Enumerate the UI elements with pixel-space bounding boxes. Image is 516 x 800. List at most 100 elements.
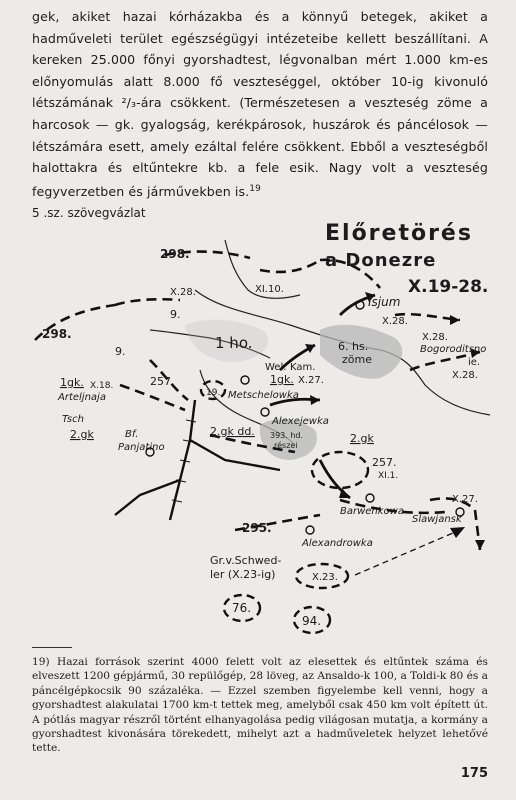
towns	[145, 300, 465, 535]
label-x28-nw: X.28.	[170, 287, 196, 298]
label-1gk-west: 1gk.	[60, 376, 84, 389]
town-alexejewka	[260, 407, 270, 417]
label-arteljnaja: Arteljnaja	[57, 392, 106, 403]
enemy-zones	[185, 319, 403, 460]
town-panjatino	[145, 447, 155, 457]
label-298-north: 298.	[160, 247, 190, 261]
label-2gk-west: 2.gk	[70, 428, 94, 441]
label-x27-kam: X.27.	[298, 375, 324, 386]
footnote-separator	[32, 647, 72, 648]
label-slawjansk: Slawjansk	[412, 514, 463, 525]
front-barwenkowa	[339, 498, 446, 515]
map-date-range: X.19-28.	[408, 277, 488, 297]
railway-branch	[189, 438, 281, 472]
town-alexandrowka	[305, 525, 315, 535]
label-alexejewka: Alexejewka	[271, 416, 329, 427]
label-x28-east: X.28.	[422, 332, 448, 343]
label-x28-isjum: X.28.	[382, 316, 408, 327]
label-wel: Wel.	[265, 362, 286, 373]
railways	[114, 399, 281, 521]
unit-ellipses	[199, 379, 370, 635]
label-bf: Bf.	[125, 429, 138, 440]
label-kam: Kam.	[290, 362, 315, 373]
front-lines	[34, 250, 482, 551]
railway-main	[168, 399, 197, 521]
label-ie: ie.	[468, 357, 480, 368]
arrow-schwedler-head	[450, 527, 465, 538]
front-middle	[119, 383, 186, 412]
front-298-west	[34, 303, 116, 341]
zone-6hs	[320, 324, 403, 379]
zone-1ho	[185, 319, 269, 362]
label-gr-v-schwedler: Gr.v.Schwed-	[210, 554, 281, 567]
label-298-west: 298.	[42, 327, 72, 341]
front-2gk	[209, 433, 296, 454]
label-reszei: részei	[274, 440, 298, 450]
sketch-map: Előretörés a Donezre X.19-28. 298. 298. …	[34, 221, 491, 635]
unit-ellipse-94	[292, 605, 332, 635]
label-94: 94.	[302, 614, 321, 628]
label-xi10: XI.10.	[255, 284, 284, 295]
railway-ticks	[171, 419, 197, 503]
unit-ellipse-257	[310, 450, 370, 490]
label-barwenkowa: Barwenkowa	[340, 506, 404, 517]
front-298	[164, 250, 251, 260]
label-257-west: 257.	[150, 375, 175, 388]
town-isjum	[355, 300, 365, 310]
map-subtitle: a Donezre	[325, 250, 436, 271]
page-number: 175	[460, 766, 488, 781]
label-9-north: 9.	[170, 308, 181, 321]
town-slawjansk	[455, 507, 465, 517]
label-19: 19.	[206, 388, 220, 398]
label-zome: zöme	[342, 353, 372, 366]
label-x23: X.23.	[312, 572, 338, 583]
front-north	[114, 297, 181, 307]
label-alexandrowka: Alexandrowka	[301, 538, 373, 549]
footnote-reference[interactable]: 19	[249, 183, 261, 194]
front-257	[149, 359, 189, 402]
town-barwenkowa	[365, 493, 375, 503]
label-6hs: 6. hs.	[338, 340, 368, 353]
label-ler: ler (X.23-ig)	[210, 568, 275, 581]
label-panjatino: Panjatino	[118, 442, 165, 453]
zone-393hd	[259, 418, 318, 460]
front-slawjansk	[429, 497, 476, 511]
arrow-schwedler	[354, 529, 461, 576]
label-x27-slawjansk: X.27.	[452, 494, 478, 505]
railway-spur	[114, 478, 181, 516]
unit-ellipse-76	[222, 593, 262, 623]
arrow-heads	[305, 292, 485, 550]
front-295	[234, 513, 321, 532]
unit-ellipse-x23	[294, 562, 350, 590]
front-xi10	[259, 258, 321, 274]
label-tsch: Tsch	[62, 414, 84, 425]
label-bogoroditsno: Bogoroditsno	[420, 344, 486, 355]
label-257-east: 257.	[372, 456, 397, 469]
body-paragraph: gek, akiket hazai kórházakba és a könnyű…	[32, 6, 488, 203]
label-9-west: 9.	[115, 345, 126, 358]
label-1gk-east: 1gk.	[270, 373, 294, 386]
label-x28-far-east: X.28.	[452, 370, 478, 381]
label-metschelowka: Metschelowka	[228, 390, 299, 401]
river-tributary-north	[224, 239, 301, 299]
label-295: 295.	[242, 521, 272, 535]
front-east	[394, 312, 461, 322]
label-1ho: 1 ho.	[215, 334, 253, 352]
label-x18: X.18.	[90, 381, 113, 391]
label-2gk-dd: 2.gk dd.	[210, 425, 255, 438]
body-text: gek, akiket hazai kórházakba és a könnyű…	[32, 9, 488, 199]
arrow-barwenkowa	[318, 459, 351, 500]
unit-ellipse-19	[199, 379, 227, 401]
label-2gk-east: 2.gk	[350, 432, 374, 445]
front-x28-north	[319, 258, 381, 289]
river-tributary-west	[149, 329, 271, 359]
footnote: 19) Hazai források szerint 4000 felett v…	[32, 656, 488, 755]
figure-caption: 5 .sz. szövegvázlat	[32, 206, 146, 220]
town-metschelowka	[240, 375, 250, 385]
map-title: Előretörés	[325, 221, 473, 246]
label-76: 76.	[232, 601, 251, 615]
label-xi1: XI.1.	[378, 471, 398, 481]
label-393hd: 393. hd.	[270, 431, 303, 440]
label-isjum: Isjum	[368, 295, 400, 309]
